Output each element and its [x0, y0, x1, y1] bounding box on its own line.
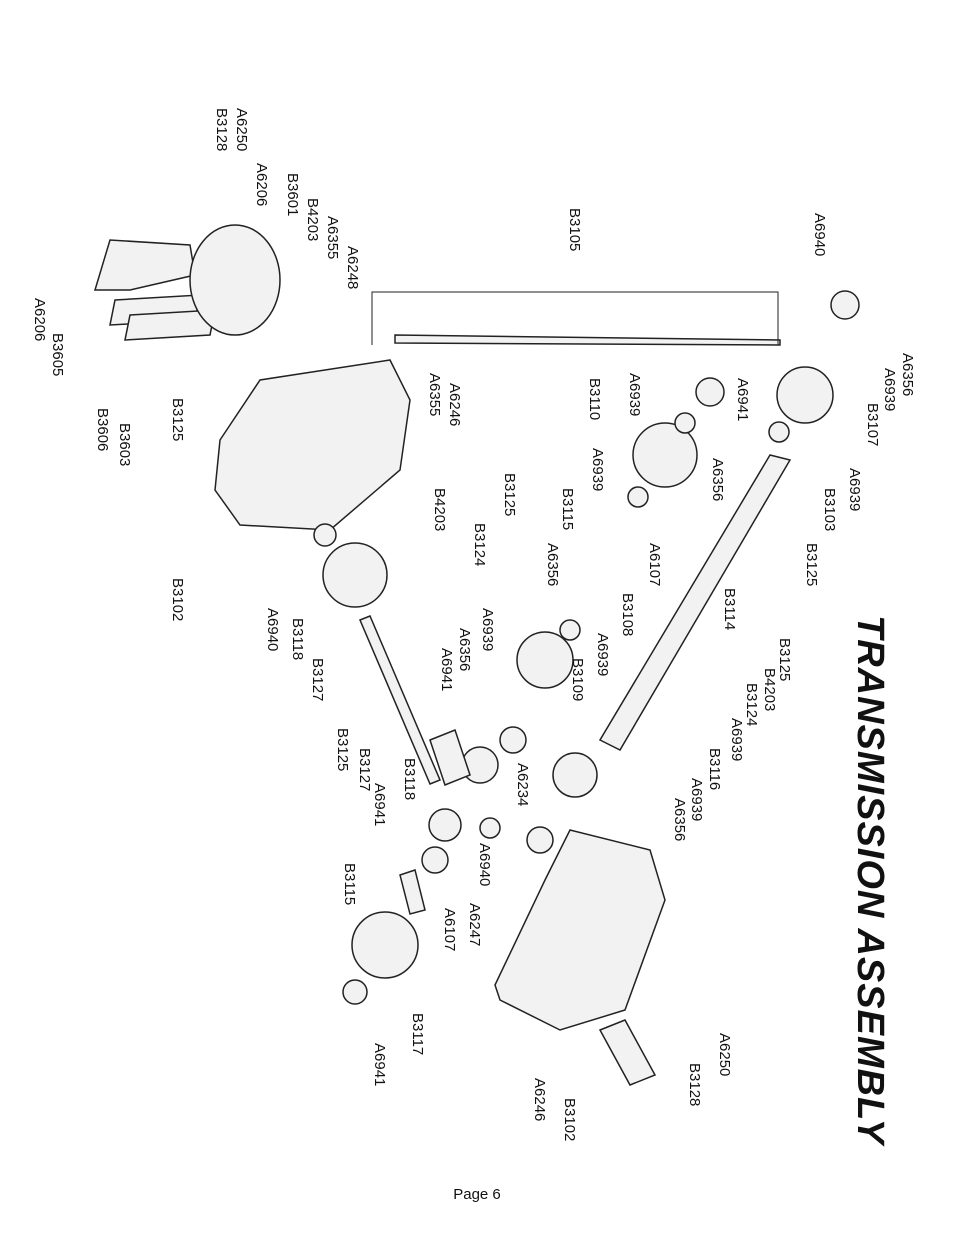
part-label: B3102 [561, 1098, 578, 1142]
part-label: A6940 [476, 843, 493, 887]
part-label: A6247 [466, 903, 483, 947]
part-label: A6941 [371, 1043, 388, 1087]
bearing [421, 846, 449, 874]
gear-b3110 [632, 422, 698, 488]
part-label: B3128 [686, 1063, 703, 1107]
part-label: B3116 [706, 748, 723, 791]
part-label: A6355 [426, 373, 443, 417]
part-label: A6939 [479, 608, 496, 652]
part-label: B3128 [213, 108, 230, 152]
part-label: B3115 [341, 863, 358, 906]
bearing [695, 377, 725, 407]
part-label: B3102 [169, 578, 186, 622]
part-label: B3124 [743, 683, 760, 727]
main-shaft [598, 454, 792, 751]
part-label: B3118 [289, 618, 306, 661]
part-label: B3115 [559, 488, 576, 531]
part-label: B3118 [401, 758, 418, 801]
bearing [559, 619, 581, 641]
upper-housing [214, 359, 411, 531]
part-label: B3603 [116, 423, 133, 467]
part-label: A6206 [253, 163, 270, 207]
part-label: B4203 [761, 668, 778, 712]
part-label: B3117 [409, 1013, 426, 1056]
gear-bevel [428, 808, 462, 842]
bearing [768, 421, 790, 443]
sleeve [429, 729, 471, 786]
part-label: A6250 [233, 108, 250, 152]
part-label: B3124 [471, 523, 488, 567]
part-label: A6941 [371, 783, 388, 827]
part-label: A6940 [811, 213, 828, 257]
part-label: A6356 [456, 628, 473, 672]
part-label: B3107 [864, 403, 881, 447]
part-label: A6250 [716, 1033, 733, 1077]
part-label: A6939 [728, 718, 745, 762]
gear-b3109 [516, 631, 574, 689]
sleeve [598, 1019, 657, 1086]
part-label: B3125 [169, 398, 186, 442]
part-label: A6206 [31, 298, 48, 342]
part-label: A6355 [324, 216, 341, 260]
shaft-b3105 [394, 334, 781, 346]
part-label: A6107 [646, 543, 663, 587]
plate [124, 309, 216, 341]
part-label: A6939 [594, 633, 611, 677]
bearing [526, 826, 554, 854]
shifter-bracket [93, 239, 196, 291]
part-label: B3125 [334, 728, 351, 772]
part-label: A6246 [531, 1078, 548, 1122]
bearing [479, 817, 501, 839]
part-label: A6941 [734, 378, 751, 422]
part-label: B3601 [284, 173, 301, 217]
lower-housing [494, 829, 666, 1031]
bearing [499, 726, 527, 754]
part-label: A6939 [881, 368, 898, 412]
part-label: B3109 [569, 658, 586, 702]
part-label: A6248 [344, 246, 361, 290]
part-label: B3110 [586, 378, 603, 421]
bearing [674, 412, 696, 434]
gear-b3118-top [322, 542, 388, 608]
part-label: B3606 [94, 408, 111, 452]
part-label: A6940 [264, 608, 281, 652]
part-label: B3125 [501, 473, 518, 517]
gear-b3117 [351, 911, 419, 979]
part-label: A6356 [671, 798, 688, 842]
part-label: B4203 [431, 488, 448, 532]
part-label: B3127 [309, 658, 326, 702]
part-label: B3125 [803, 543, 820, 587]
part-label: B3127 [356, 748, 373, 792]
bearing [830, 290, 860, 320]
part-label: A6939 [589, 448, 606, 492]
part-label: A6356 [544, 543, 561, 587]
gear-b3116 [552, 752, 598, 798]
page-number: Page 6 [453, 1186, 501, 1203]
part-label: A6234 [514, 763, 531, 807]
part-label: B3605 [49, 333, 66, 377]
part-label: B3105 [566, 208, 583, 252]
b3105-bracket [371, 291, 779, 345]
gear-b3107 [776, 366, 834, 424]
part-label: B3125 [776, 638, 793, 682]
part-label: A6939 [626, 373, 643, 417]
part-label: B3108 [619, 593, 636, 637]
part-label: A6356 [899, 353, 916, 397]
bearing [342, 979, 368, 1005]
part-label: A6246 [446, 383, 463, 427]
bearing [627, 486, 649, 508]
part-label: A6941 [438, 648, 455, 692]
part-label: A6939 [846, 468, 863, 512]
disc [189, 224, 281, 336]
pin [399, 869, 426, 915]
part-label: A6107 [441, 908, 458, 952]
bearing [313, 523, 337, 547]
pin [359, 615, 441, 785]
part-label: B3103 [821, 488, 838, 532]
page-title: TRANSMISSION ASSEMBLY [849, 615, 891, 1145]
part-label: A6939 [688, 778, 705, 822]
part-label: B4203 [304, 198, 321, 242]
part-label: B3114 [721, 588, 738, 631]
part-label: A6356 [709, 458, 726, 502]
